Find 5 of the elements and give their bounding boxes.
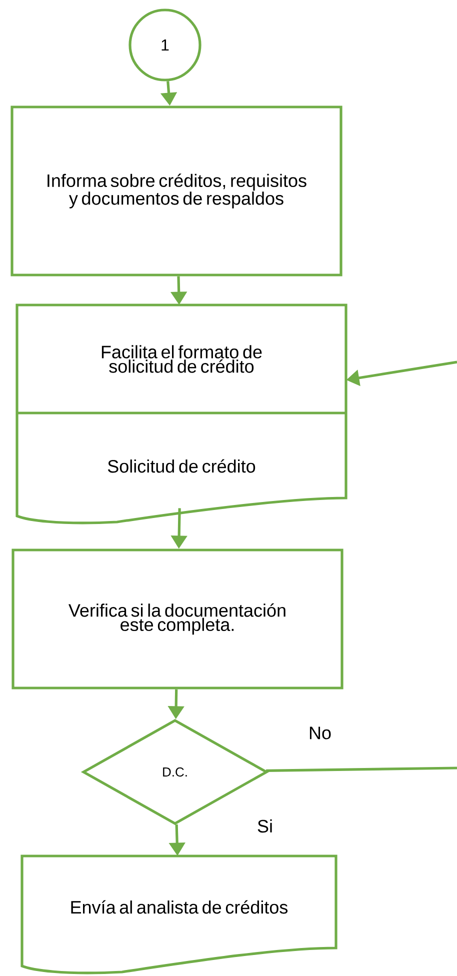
document-box: Envía al analista de créditos (20, 854, 338, 974)
edge-label: No (308, 726, 332, 740)
document-box: Facilita el formato de solicitud de crédito Solicitud de crédito (16, 304, 348, 524)
process-box: Informa sobre créditos, requisitos y documentos de respaldos (10, 106, 342, 276)
process-box: Verifica si la documentación este completa. (12, 548, 344, 690)
